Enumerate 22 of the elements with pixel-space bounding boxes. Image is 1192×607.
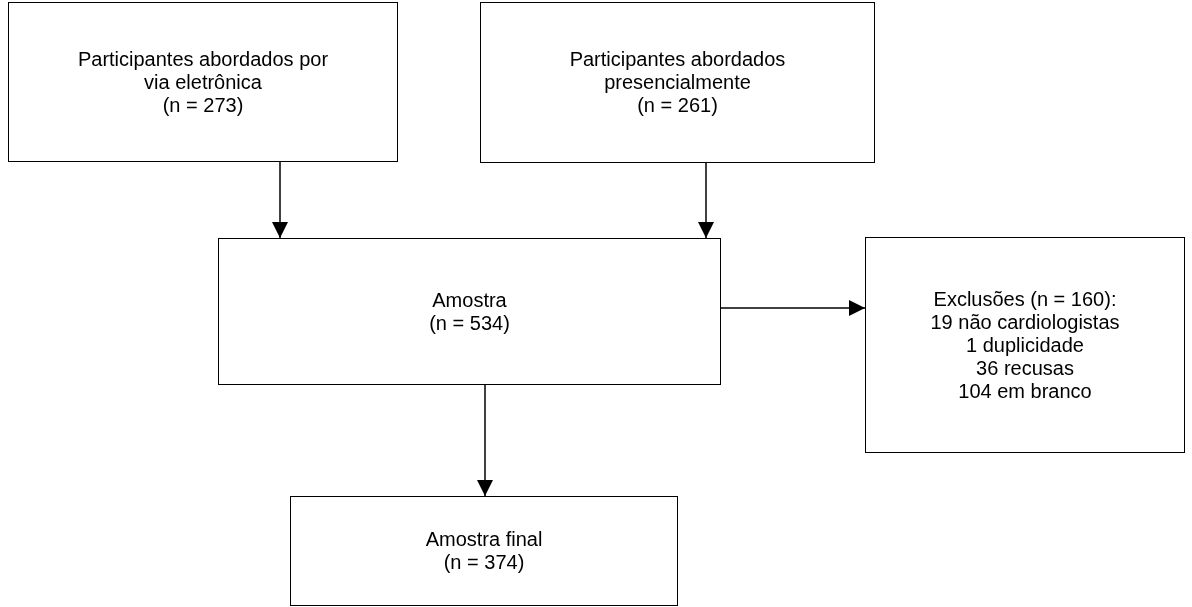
box-text: (n = 261)	[637, 94, 718, 117]
box-title: Exclusões (n = 160):	[933, 287, 1117, 311]
box-text: (n = 374)	[443, 551, 525, 574]
process-box	[290, 496, 678, 606]
arrow	[477, 384, 493, 497]
box-title: Amostra	[432, 288, 507, 312]
arrow	[272, 161, 288, 239]
box-text: 104 em branco	[958, 379, 1092, 403]
process-box	[865, 237, 1185, 453]
box-text: 1 duplicidade	[966, 333, 1084, 357]
box-text: (n = 273)	[162, 93, 244, 117]
arrow	[698, 162, 714, 239]
process-box	[218, 238, 721, 385]
arrow	[720, 300, 866, 316]
box-title: Participantes abordados presencialmente	[568, 48, 787, 94]
box-title: Participantes abordados por via eletrônica	[76, 47, 330, 94]
box-text: 19 não cardiologistas	[930, 310, 1120, 334]
process-box	[480, 2, 875, 163]
box-text: (n = 534)	[429, 311, 510, 335]
box-text: 36 recusas	[976, 356, 1074, 380]
box-title: Amostra final	[425, 528, 543, 551]
process-box	[8, 2, 398, 162]
